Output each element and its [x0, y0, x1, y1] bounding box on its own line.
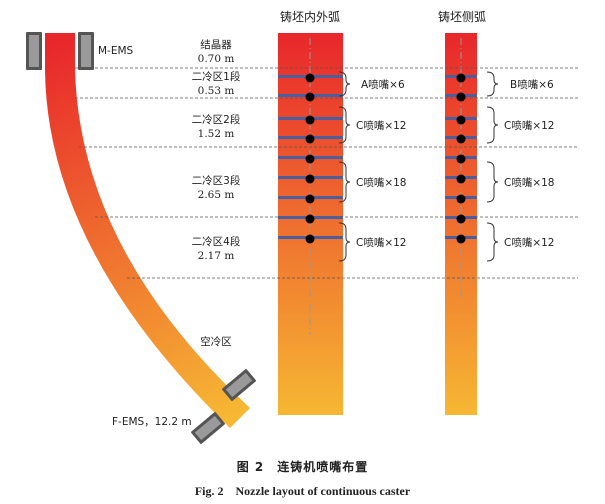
nozzle-dot-side: [456, 115, 466, 125]
nozzle-label-side-1: B喷嘴×6: [510, 79, 554, 91]
zone-label-1: 二冷区1段 0.53 m: [192, 70, 241, 97]
zone-label-4: 二冷区4段 2.17 m: [192, 235, 241, 262]
m-ems-label: M-EMS: [98, 45, 134, 57]
braces-side: [486, 71, 499, 262]
zone-label-2: 二冷区2段 1.52 m: [192, 113, 241, 140]
nozzle-dot-side: [456, 154, 466, 164]
figure-caption-cn: 图 2 连铸机喷嘴布置: [236, 460, 369, 474]
nozzle-dot-side: [456, 73, 466, 83]
svg-text:2.65 m: 2.65 m: [198, 189, 235, 201]
nozzle-dot-side: [456, 234, 466, 244]
nozzle-dot-inner: [305, 92, 315, 102]
nozzle-dot-side: [456, 214, 466, 224]
braces-inner: [338, 71, 351, 262]
svg-text:2.17 m: 2.17 m: [198, 250, 235, 262]
svg-text:二冷区1段: 二冷区1段: [192, 70, 241, 83]
svg-text:0.70 m: 0.70 m: [198, 53, 235, 65]
svg-text:二冷区2段: 二冷区2段: [192, 113, 241, 126]
svg-text:结晶器: 结晶器: [200, 38, 232, 51]
nozzle-dot-side: [456, 174, 466, 184]
figure-caption-en: Fig. 2 Nozzle layout of continuous caste…: [194, 484, 411, 498]
svg-text:二冷区4段: 二冷区4段: [192, 235, 241, 248]
nozzle-dot-inner: [305, 234, 315, 244]
nozzle-rows: [278, 73, 477, 244]
nozzle-label-inner-3: C喷嘴×18: [356, 177, 407, 189]
header-inner-outer-arc: 铸坯内外弧: [280, 9, 340, 24]
nozzle-label-side-3: C喷嘴×18: [504, 177, 555, 189]
svg-text:二冷区3段: 二冷区3段: [192, 174, 241, 187]
nozzle-dot-inner: [305, 174, 315, 184]
nozzle-dot-inner: [305, 115, 315, 125]
nozzle-label-inner-4: C喷嘴×12: [356, 237, 407, 249]
zone-label-3: 二冷区3段 2.65 m: [192, 174, 241, 201]
header-side-arc: 铸坯侧弧: [438, 9, 486, 24]
nozzle-label-inner-1: A喷嘴×6: [361, 79, 405, 91]
nozzle-label-inner-2: C喷嘴×12: [356, 120, 407, 132]
nozzle-dot-inner: [305, 134, 315, 144]
nozzle-dot-side: [456, 134, 466, 144]
f-ems-stirrer: [191, 368, 256, 445]
nozzle-dot-inner: [305, 214, 315, 224]
zone-label-mold: 结晶器 0.70 m: [198, 38, 235, 65]
f-ems-label: F-EMS，12.2 m: [112, 416, 192, 428]
nozzle-dot-inner: [305, 194, 315, 204]
nozzle-dot-inner: [305, 73, 315, 83]
nozzle-label-side-2: C喷嘴×12: [504, 120, 555, 132]
nozzle-dot-inner: [305, 154, 315, 164]
air-cooling-zone-label: 空冷区: [200, 335, 232, 348]
svg-text:0.53 m: 0.53 m: [198, 85, 235, 97]
nozzle-dot-side: [456, 194, 466, 204]
nozzle-dot-side: [456, 92, 466, 102]
svg-text:1.52 m: 1.52 m: [198, 128, 235, 140]
nozzle-label-side-4: C喷嘴×12: [504, 237, 555, 249]
m-ems-stirrer: [26, 32, 94, 70]
